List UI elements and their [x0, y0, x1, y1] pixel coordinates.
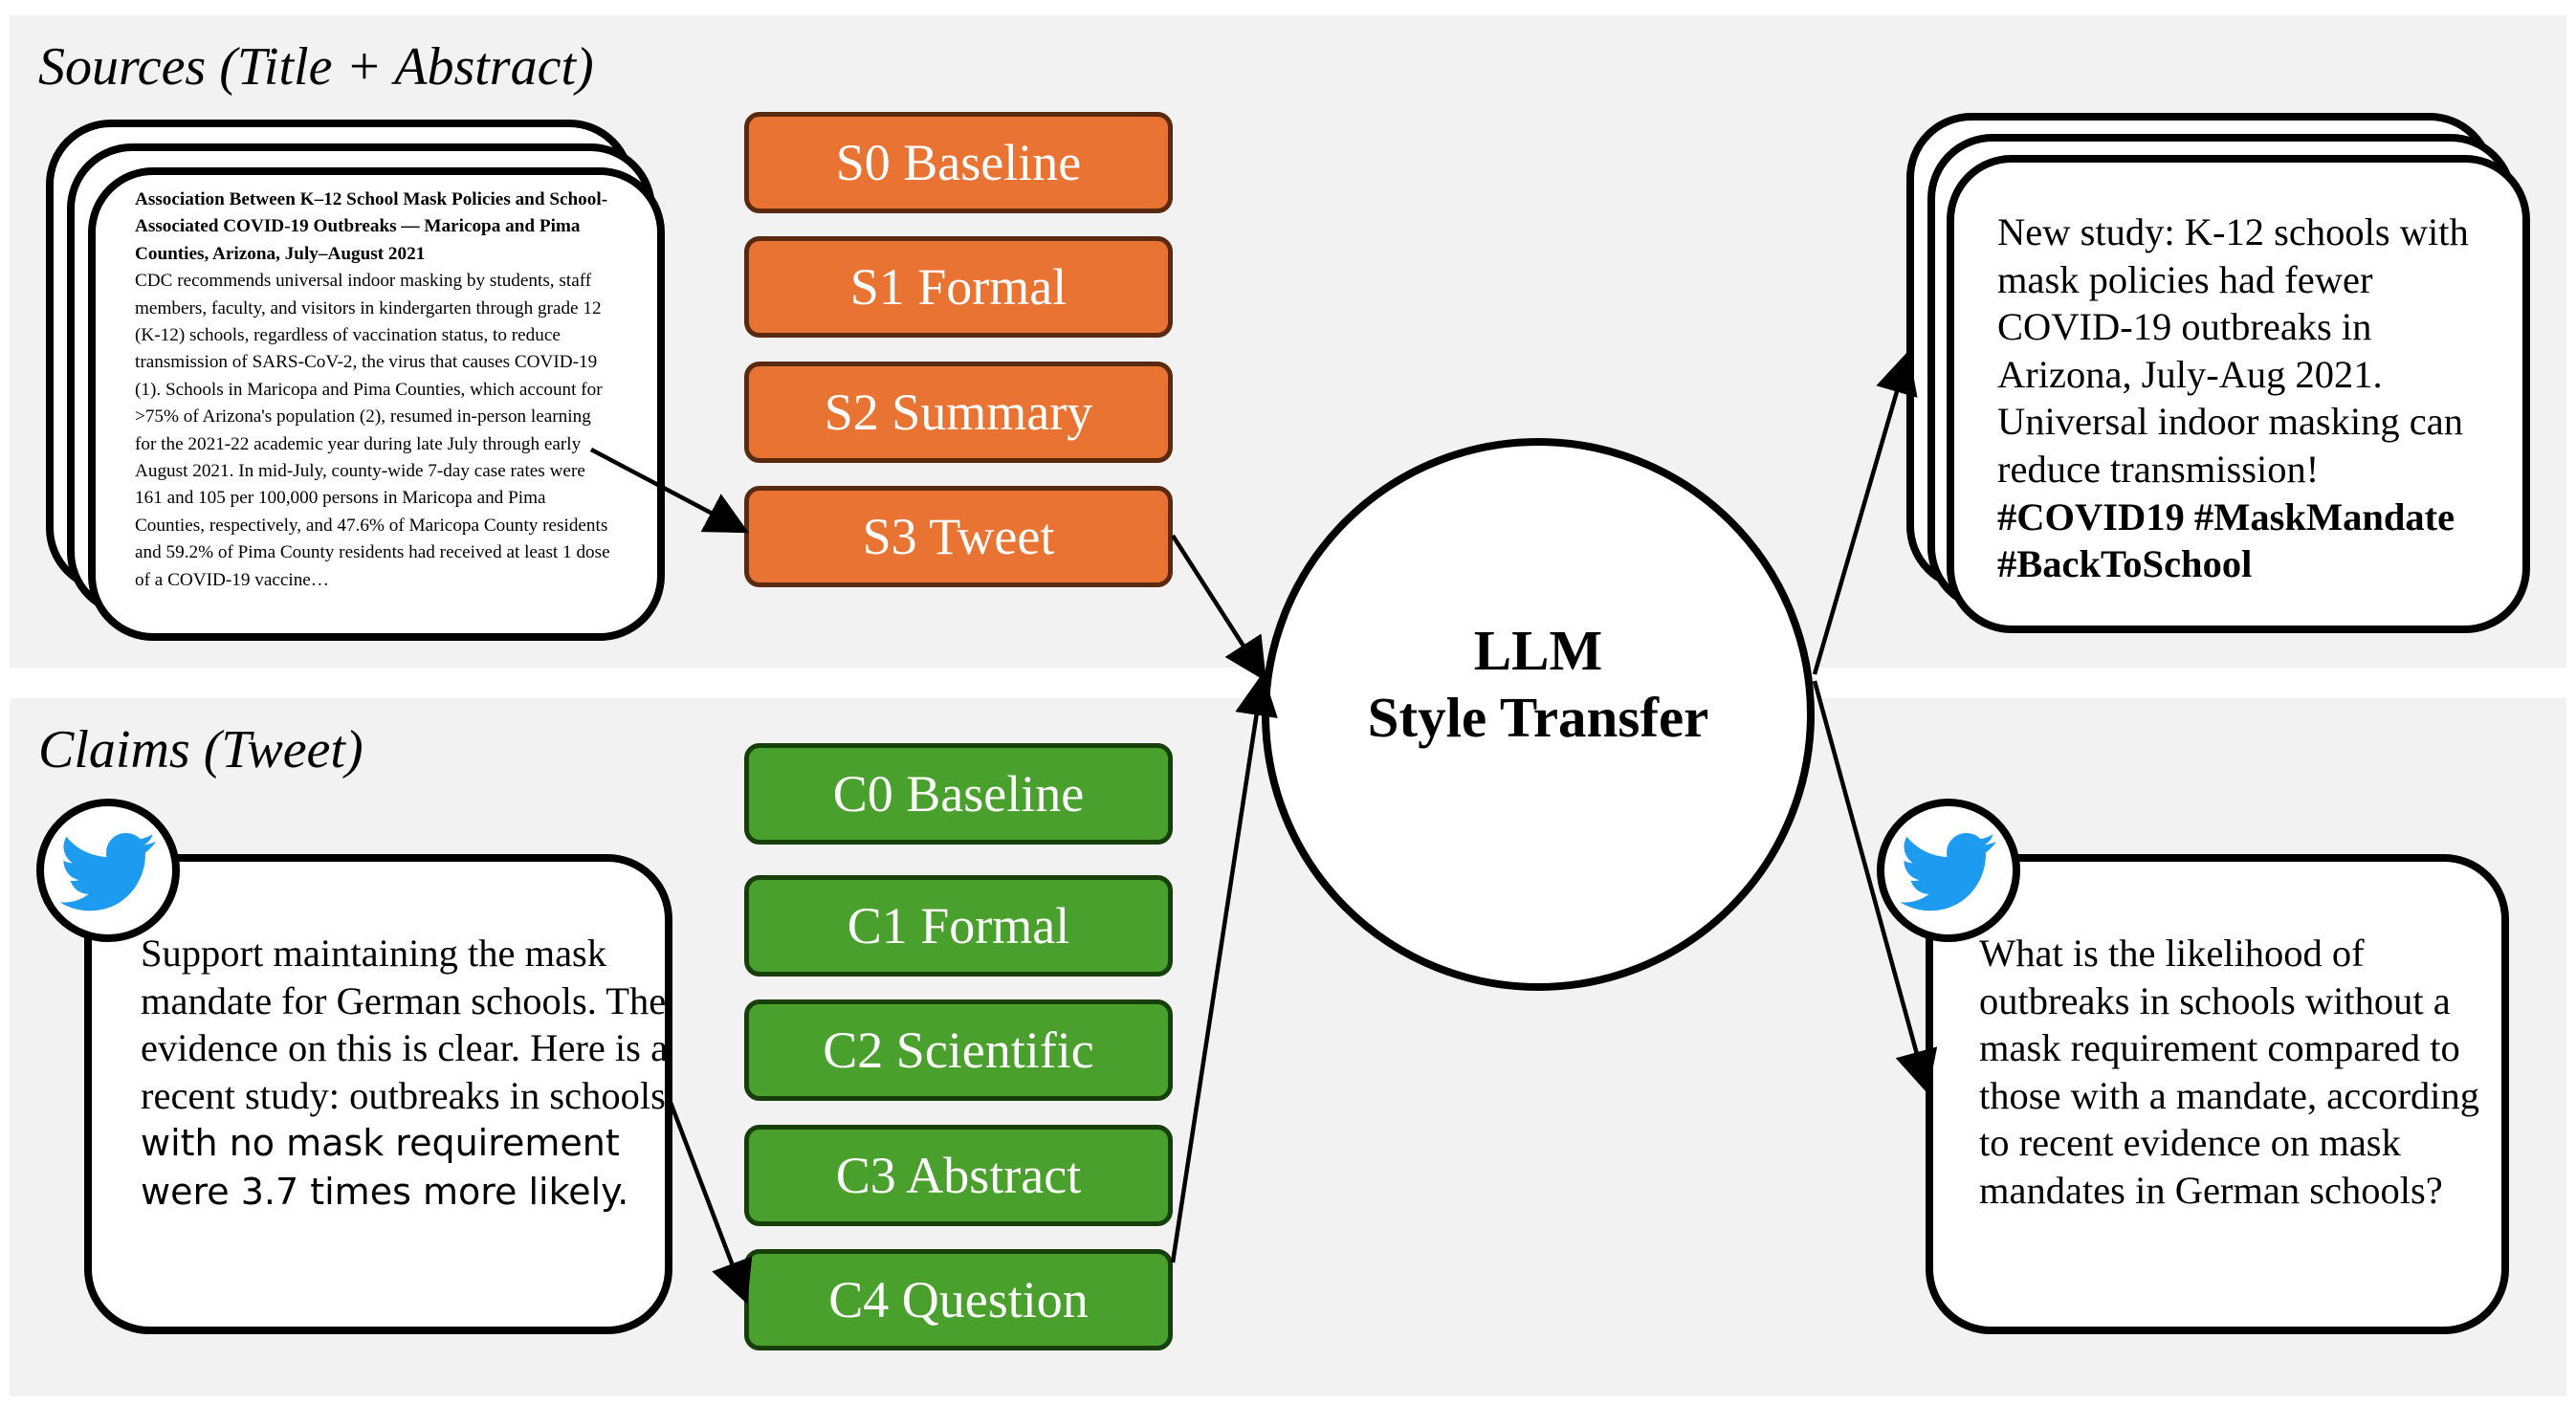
claim-input-card: [84, 854, 672, 1334]
style-c3-abstract: C3 Abstract: [744, 1125, 1173, 1226]
arrow-s3-to-llm: [1171, 534, 1266, 682]
twitter-bird-icon: [1877, 799, 2020, 942]
llm-circle: [1262, 438, 1815, 991]
sources-section-title: Sources (Title + Abstract): [38, 37, 594, 97]
llm-label: LLM Style Transfer: [1262, 617, 1815, 751]
style-c4-question: C4 Question: [744, 1249, 1173, 1350]
claims-section-title: Claims (Tweet): [38, 720, 363, 779]
source-document-abstract: CDC recommends universal indoor masking …: [135, 271, 610, 590]
source-output-body: New study: K-12 schools with mask polici…: [1997, 210, 2469, 491]
arrow-claim-to-c4: [667, 1099, 753, 1305]
source-output-hashtags: #COVID19 #MaskMandate #BackToSchool: [1997, 494, 2455, 586]
twitter-bird-icon: [36, 799, 180, 942]
style-s2-summary: S2 Summary: [744, 362, 1173, 463]
source-document-title: Association Between K–12 School Mask Pol…: [135, 189, 608, 264]
claim-input-body-end: with no mask requirement were 3.7 times …: [141, 1122, 629, 1213]
style-s0-baseline: S0 Baseline: [744, 112, 1173, 213]
style-s1-formal: S1 Formal: [744, 236, 1173, 338]
source-document-text: Association Between K–12 School Mask Pol…: [135, 187, 613, 594]
claim-input-text: Support maintaining the mask mandate for…: [141, 930, 676, 1217]
llm-label-line2: Style Transfer: [1367, 686, 1709, 749]
style-c1-formal: C1 Formal: [744, 875, 1173, 977]
arrow-source-to-s3: [589, 448, 749, 534]
source-document-card: [88, 167, 665, 641]
style-s3-tweet: S3 Tweet: [744, 486, 1173, 587]
claim-output-text: What is the likelihood of outbreaks in s…: [1979, 932, 2479, 1212]
style-c2-scientific: C2 Scientific: [744, 999, 1173, 1101]
source-output-text: New study: K-12 schools with mask polici…: [1997, 209, 2495, 588]
arrow-llm-to-source-output: [1812, 350, 1918, 675]
style-c0-baseline: C0 Baseline: [744, 743, 1173, 845]
arrow-c4-to-llm: [1170, 672, 1278, 1263]
claim-input-body: Support maintaining the mask mandate for…: [141, 932, 669, 1117]
llm-label-line1: LLM: [1473, 619, 1603, 682]
claim-output-card: [1926, 854, 2509, 1334]
source-output-card: [1947, 155, 2530, 633]
arrow-llm-to-claim-output: [1812, 680, 1938, 1094]
